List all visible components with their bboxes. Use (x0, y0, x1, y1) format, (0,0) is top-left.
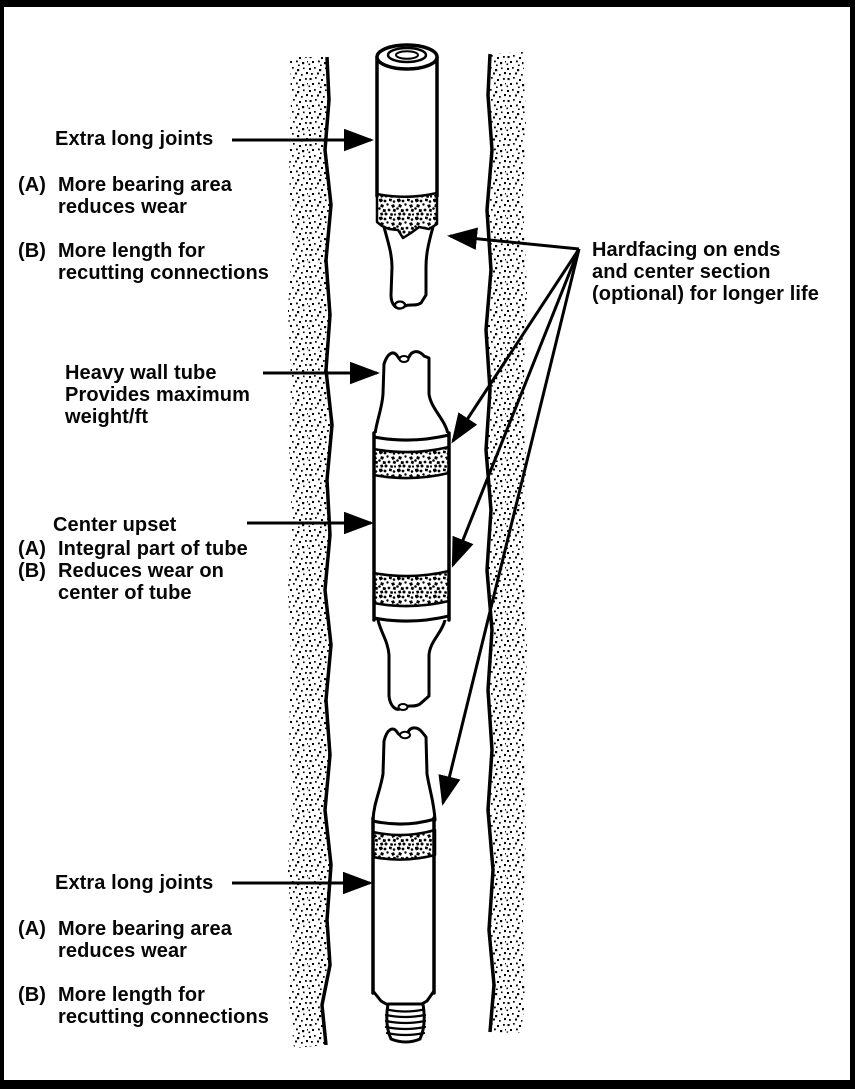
pipe-joint-bottom (371, 726, 437, 1044)
hardfacing-band-middle-upper (372, 445, 451, 480)
item-text: More bearing area reduces wear (58, 918, 232, 962)
label-heavy-wall-tube: Heavy wall tube Provides maximum weight/… (65, 362, 305, 428)
item-text: More length for recutting connections (58, 240, 270, 284)
label-text: Heavy wall tube Provides maximum weight/… (65, 362, 251, 428)
label-hardfacing: Hardfacing on ends and center section (o… (592, 239, 842, 305)
threaded-pin-threads (384, 1002, 427, 1037)
borehole-wall-left-edge (320, 56, 334, 1046)
item-prefix: (A) (18, 174, 47, 196)
pipe-middle-break-curl-bottom (397, 703, 409, 711)
label-title: Extra long joints (55, 128, 214, 150)
pipe-middle-break-curl-top (398, 355, 410, 363)
hardfacing-band-middle-lower (372, 569, 451, 608)
pipe-top-break-curl (393, 300, 407, 310)
arrow-hardfacing-bottom-band (438, 248, 581, 806)
pipe-middle-lower-tube (376, 618, 447, 711)
label-item-b: (B) Reduces wear on center of tube (18, 560, 318, 604)
pipe-joint-middle (372, 350, 451, 711)
item-prefix: (B) (18, 560, 47, 582)
center-upset-ring-bottom (372, 614, 451, 623)
hardfacing-band-top-joint (375, 191, 439, 240)
item-prefix: (A) (18, 918, 47, 940)
label-item-b: (B) More length for recutting connection… (18, 240, 318, 284)
hardfacing-band-bottom-joint (371, 828, 437, 861)
leader-arrows (232, 128, 581, 895)
arrow-hardfacing-top-band (447, 227, 580, 251)
label-item-a: (A) More bearing area reduces wear (18, 918, 318, 962)
pipe-middle-upper-tube (373, 350, 450, 436)
label-extra-long-joints-bottom: Extra long joints (A) More bearing area … (18, 872, 318, 1028)
item-text: More length for recutting connections (58, 984, 270, 1028)
borehole-wall-left-stipple (288, 57, 332, 1048)
pipe-bottom-upper-tube (371, 726, 437, 822)
borehole-wall-right-edge (484, 53, 496, 1033)
pipe-bottom-break-curl (399, 730, 411, 740)
label-text: Hardfacing on ends and center section (o… (592, 239, 820, 305)
pipe-joint-top (375, 43, 439, 310)
label-item-a: (A) More bearing area reduces wear (18, 174, 318, 218)
item-prefix: (B) (18, 240, 47, 262)
label-item-b: (B) More length for recutting connection… (18, 984, 318, 1028)
center-upset-ring-top (372, 433, 451, 442)
item-text: More bearing area reduces wear (58, 174, 232, 218)
item-text: Reduces wear on center of tube (58, 560, 225, 604)
arrow-hardfacing-middle-lower-band (451, 248, 581, 568)
pipe-top-body-sides (375, 55, 439, 198)
item-text: Integral part of tube (58, 538, 248, 560)
label-title: Center upset (53, 514, 177, 536)
pipe-top-bore (395, 50, 419, 60)
label-center-upset: Center upset (A) Integral part of tube (… (18, 514, 318, 604)
pipe-bottom-body (373, 818, 434, 995)
arrow-hardfacing-middle-upper-band (451, 248, 581, 444)
pipe-top-body (377, 58, 437, 196)
label-extra-long-joints-top: Extra long joints (A) More bearing area … (18, 128, 318, 284)
label-item-a: (A) Integral part of tube (18, 538, 318, 560)
borehole-wall-left (288, 56, 334, 1048)
pipe-bottom-ring (371, 817, 437, 826)
label-title: Extra long joints (55, 872, 214, 894)
pipe-top-lower-tube (382, 225, 435, 310)
item-prefix: (B) (18, 984, 47, 1006)
item-prefix: (A) (18, 538, 47, 560)
